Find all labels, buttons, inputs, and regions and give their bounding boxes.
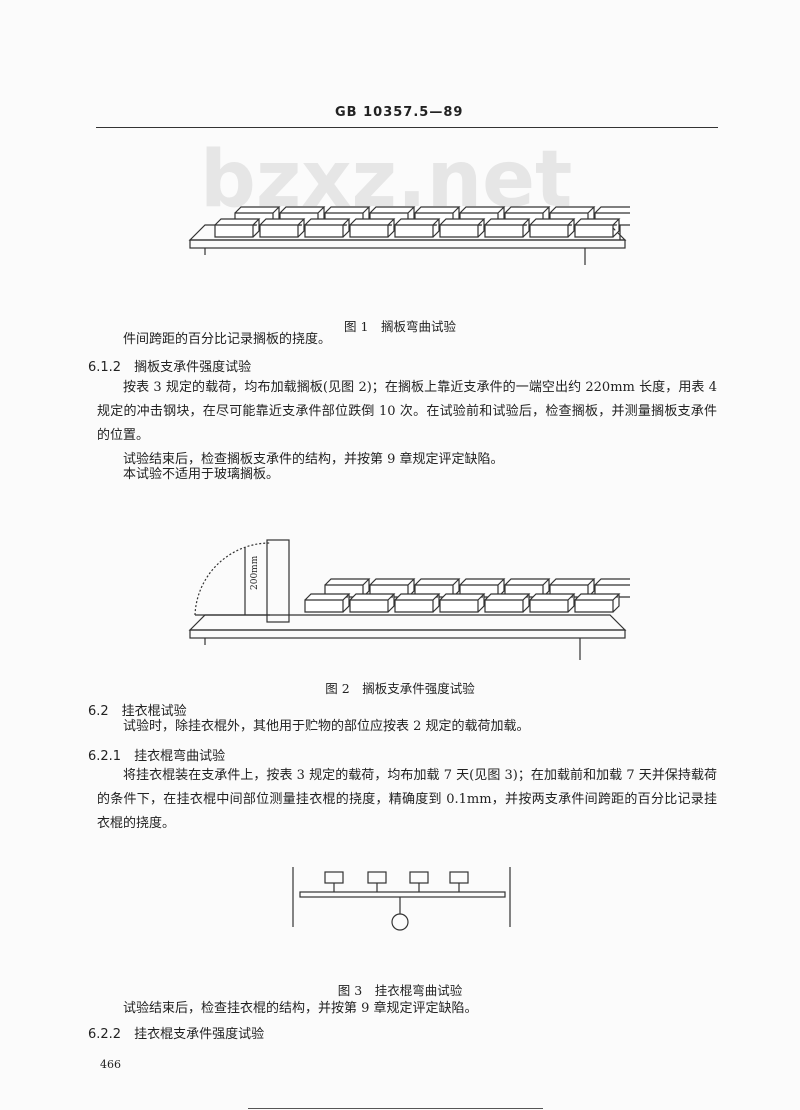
dimension-label: 200mm (250, 555, 260, 590)
header-rule (96, 127, 718, 128)
footer-rule (248, 1108, 543, 1109)
paragraph: 试验时，除挂衣棍外，其他用于贮物的部位应按表 2 规定的载荷加载。 (123, 719, 530, 734)
load-block (574, 218, 621, 238)
load-block (324, 578, 371, 598)
figure-1-caption: 图 1 搁板弯曲试验 (344, 319, 456, 334)
load-block (349, 218, 396, 238)
load-block (349, 593, 396, 613)
paragraph: 试验结束后，检查挂衣棍的结构，并按第 9 章规定评定缺陷。 (123, 1001, 478, 1016)
figure-1-shelf-bending (188, 206, 630, 265)
load-block (259, 218, 306, 238)
load-block (529, 593, 576, 613)
load-block (439, 593, 486, 613)
paragraph: 试验结束后，检查搁板支承件的结构，并按第 9 章规定评定缺陷。 (123, 452, 504, 467)
section-heading-6-1-2: 6.1.2 搁板支承件强度试验 (88, 360, 252, 375)
header-standard-code: GB 10357.5—89 (335, 105, 464, 120)
load-block (214, 218, 261, 238)
load-block (394, 218, 441, 238)
section-heading-6-2: 6.2 挂衣棍试验 (88, 704, 187, 719)
load-block (574, 593, 621, 613)
page-number: 466 (100, 1058, 121, 1071)
figure-3-caption: 图 3 挂衣棍弯曲试验 (337, 983, 463, 998)
load-block (394, 593, 441, 613)
load-block (484, 218, 531, 238)
load-block (304, 593, 351, 613)
paragraph: 件间跨距的百分比记录搁板的挠度。 (123, 332, 332, 347)
figure-2-support-strength: 200mm (188, 539, 630, 660)
paragraph: 将挂衣棍装在支承件上，按表 3 规定的载荷，均布加载 7 天(见图 3)；在加载… (97, 768, 717, 831)
paragraph: 按表 3 规定的载荷，均布加载搁板(见图 2)；在搁板上靠近支承件的一端空出约 … (97, 380, 717, 443)
figure-3-rail-bending (292, 867, 511, 931)
load-block (594, 578, 630, 598)
load-block (529, 218, 576, 238)
figure-2-caption: 图 2 搁板支承件强度试验 (325, 681, 475, 696)
load-block (439, 218, 486, 238)
section-heading-6-2-2: 6.2.2 挂衣棍支承件强度试验 (88, 1027, 265, 1042)
load-block (484, 593, 531, 613)
load-block (304, 218, 351, 238)
section-heading-6-2-1: 6.2.1 挂衣棍弯曲试验 (88, 749, 226, 764)
paragraph: 本试验不适用于玻璃搁板。 (123, 467, 280, 482)
